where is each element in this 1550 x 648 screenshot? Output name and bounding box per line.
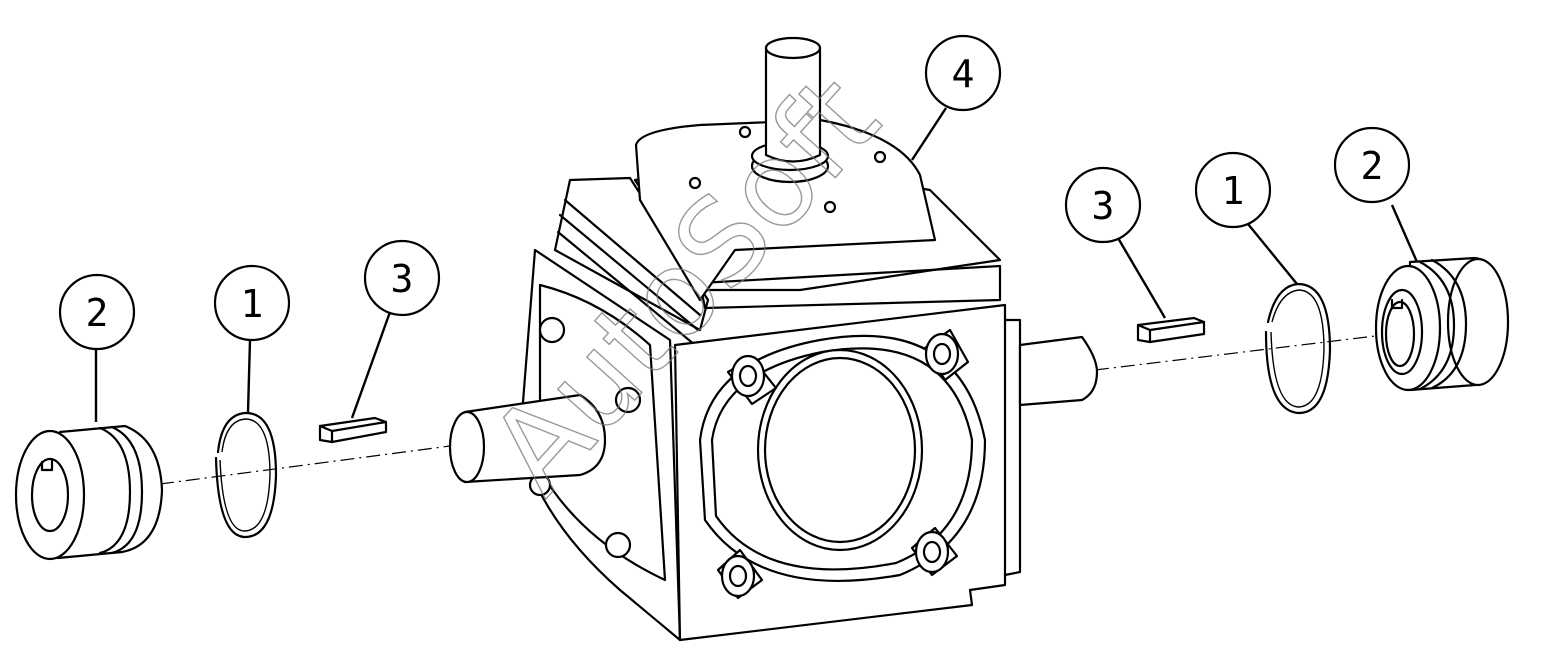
balloon-part-4: 4 [924,34,1002,112]
balloon-label: 3 [1092,184,1115,228]
balloon-label: 1 [1222,169,1245,213]
leader-lines [94,107,1419,422]
balloon-label: 1 [241,282,264,326]
balloon-part-3-left: 3 [363,239,441,317]
balloon-part-3-right: 3 [1064,166,1142,244]
right-key [1136,316,1206,344]
balloon-label: 2 [1361,144,1384,188]
balloon-part-2-right: 2 [1333,126,1411,204]
balloon-part-2-left: 2 [58,273,136,351]
left-pulley [14,424,164,561]
left-retaining-ring [214,411,278,539]
balloon-label: 2 [86,291,109,335]
balloon-part-1-left: 1 [213,264,291,342]
balloon-part-1-right: 1 [1194,151,1272,229]
balloon-label: 3 [391,257,414,301]
center-axis [159,332,1401,485]
left-key [318,416,388,444]
balloon-label: 4 [952,52,975,96]
gearbox-housing [448,36,1099,642]
right-retaining-ring [1264,282,1332,415]
right-pulley [1374,256,1510,392]
